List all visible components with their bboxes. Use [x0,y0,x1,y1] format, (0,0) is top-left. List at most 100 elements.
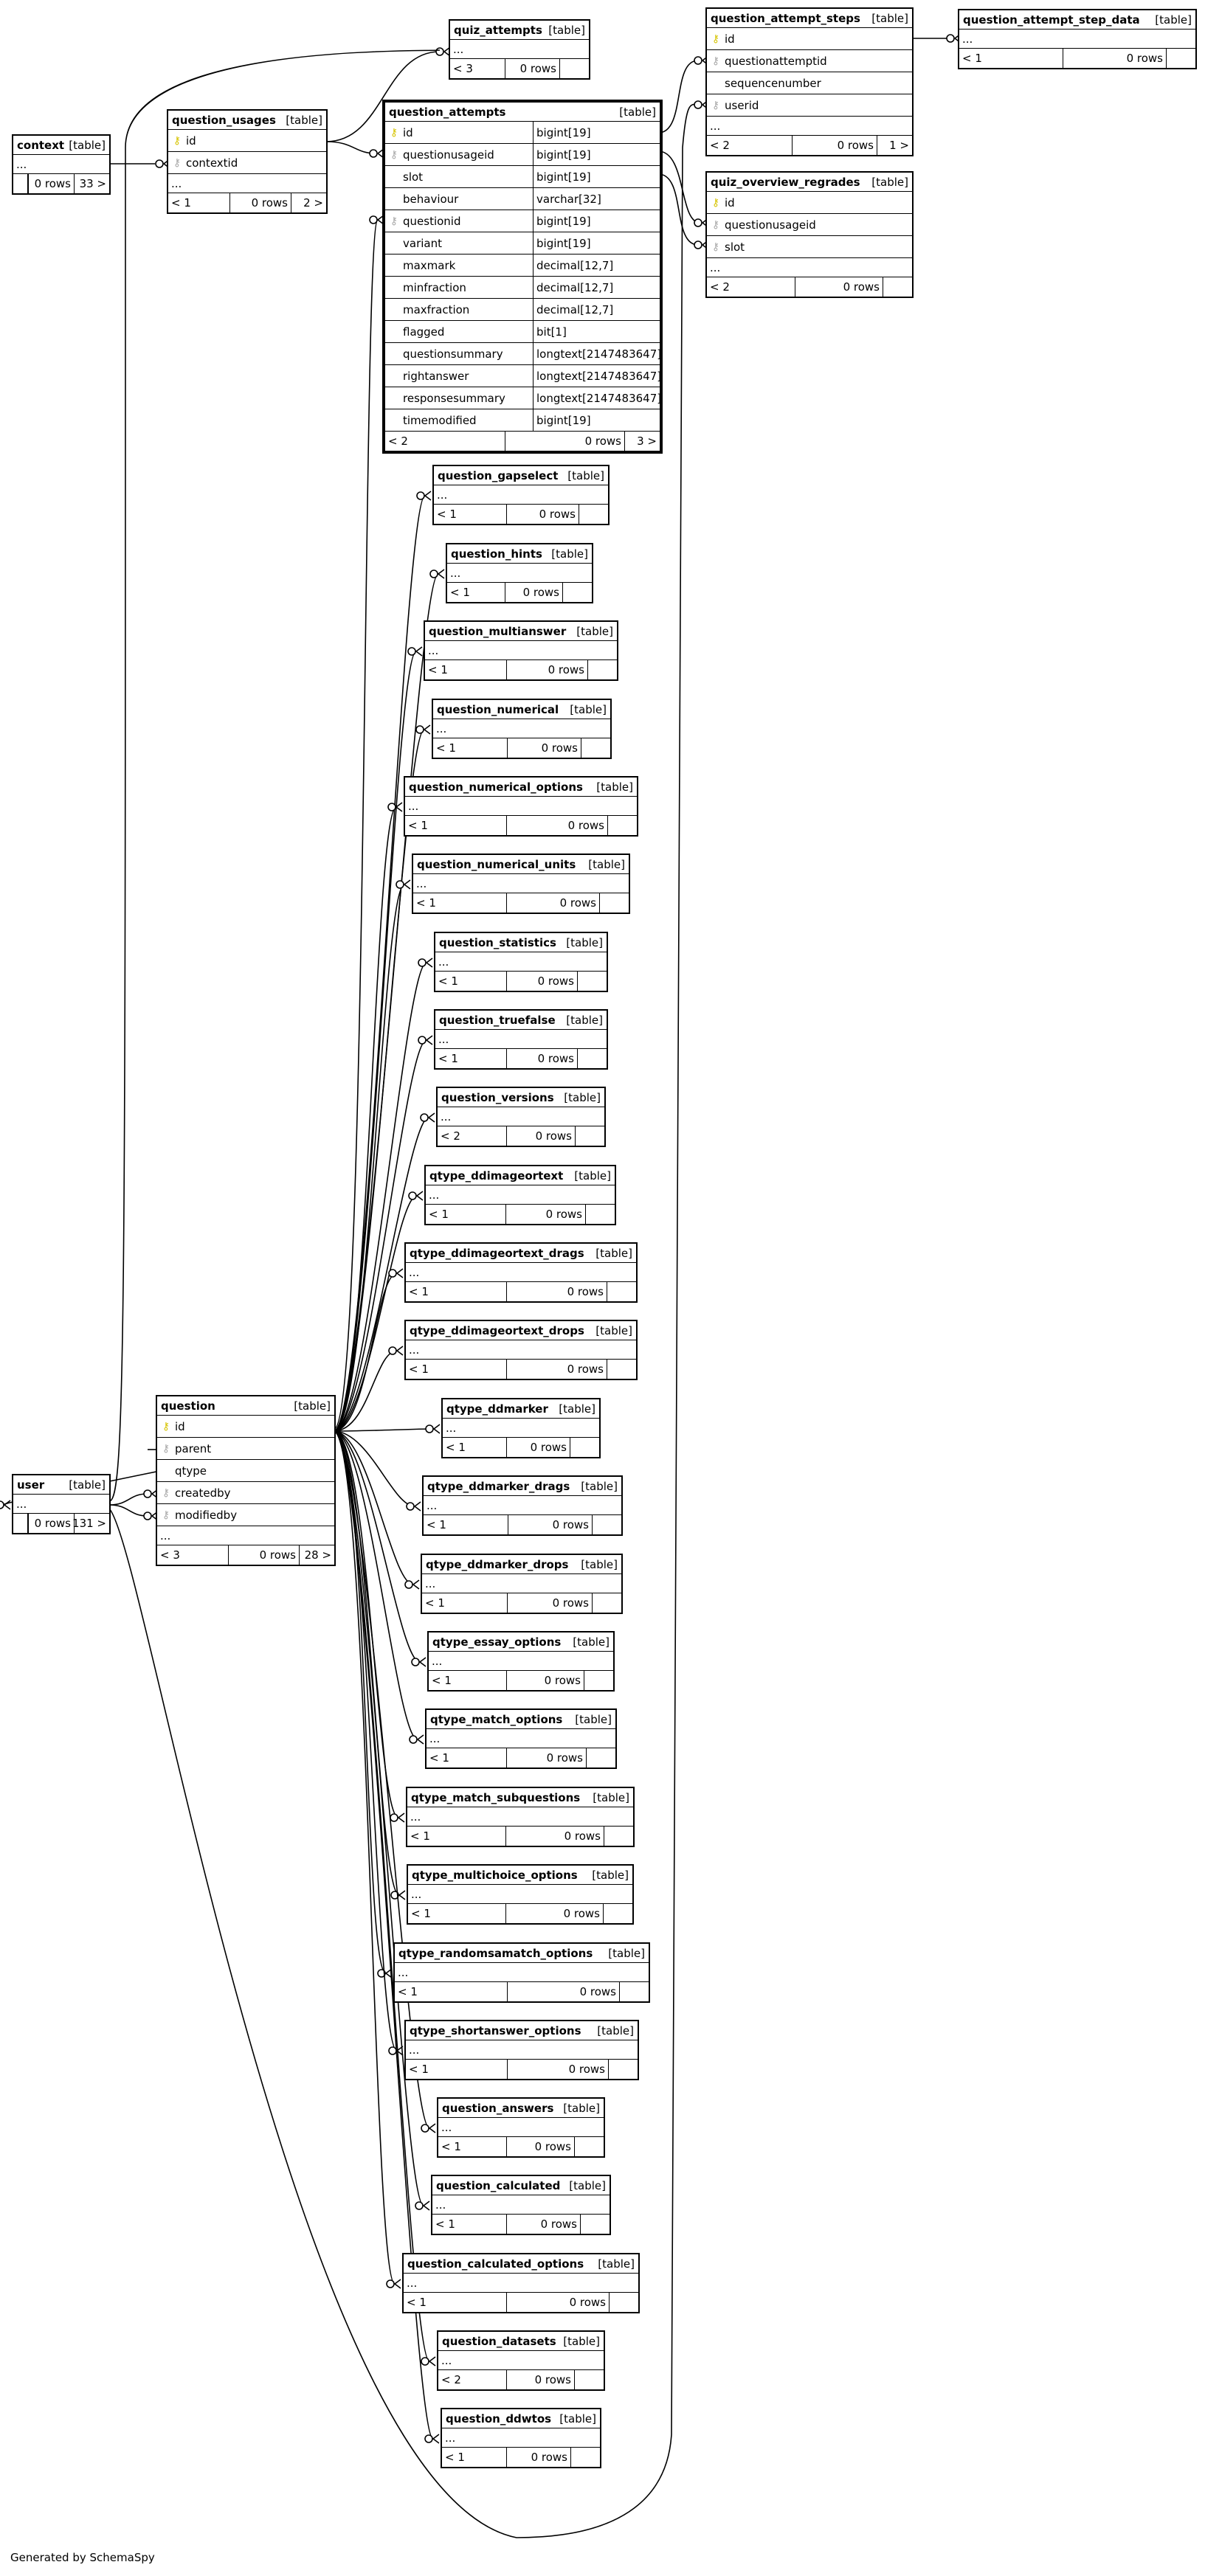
table-name[interactable]: qtype_match_subquestions [411,1790,581,1804]
table-name[interactable]: qtype_ddmarker_drops [426,1557,569,1571]
table-name[interactable]: qtype_multichoice_options [412,1868,578,1882]
parent-count[interactable]: < 1 [432,1674,452,1687]
table-name[interactable]: question_statistics [439,935,556,949]
more-columns-ellipsis[interactable]: ... [425,641,617,660]
table-name[interactable]: qtype_shortanswer_options [410,2023,581,2037]
child-count[interactable]: 28 > [299,1545,334,1565]
table-name[interactable]: qtype_ddmarker_drags [427,1479,570,1493]
more-columns-ellipsis[interactable]: ... [438,1107,604,1126]
table-name[interactable]: qtype_ddimageortext_drops [410,1323,584,1337]
parent-count[interactable]: < 1 [409,1285,429,1298]
more-columns-ellipsis[interactable]: ... [435,952,607,972]
table-name[interactable]: question [161,1399,215,1413]
parent-count[interactable]: < 1 [416,896,436,910]
child-count[interactable]: 2 > [291,193,326,212]
more-columns-ellipsis[interactable]: ... [13,155,109,174]
table-name[interactable]: question_attempts [389,105,506,119]
parent-count[interactable]: < 1 [409,1363,429,1376]
table-name[interactable]: question_numerical [437,702,559,716]
column-row[interactable]: ⚷userid [707,94,912,117]
table-name[interactable]: question_datasets [442,2334,556,2348]
parent-count[interactable]: < 1 [441,2140,461,2153]
child-count[interactable]: 3 > [624,432,660,451]
parent-count[interactable]: < 1 [429,1208,449,1221]
table-question-attempt-steps[interactable]: question_attempt_steps[table]⚷id⚷questio… [705,7,914,156]
more-columns-ellipsis[interactable]: ... [707,117,912,136]
more-columns-ellipsis[interactable]: ... [406,2040,638,2060]
more-columns-ellipsis[interactable]: ... [426,1185,615,1205]
more-columns-ellipsis[interactable]: ... [168,174,326,193]
parent-count[interactable]: < 1 [411,1907,431,1920]
parent-count[interactable]: < 1 [446,1441,466,1454]
column-row[interactable]: ⚷id [168,130,326,152]
parent-count[interactable]: < 1 [962,52,982,65]
more-columns-ellipsis[interactable]: ... [395,1963,649,1982]
parent-count[interactable]: < 2 [441,1129,460,1143]
more-columns-ellipsis[interactable]: ... [435,1030,607,1049]
more-columns-ellipsis[interactable]: ... [434,485,608,505]
column-row[interactable]: ⚷id [707,28,912,50]
table-question-calculated-options[interactable]: question_calculated_options[table]...< 1… [402,2253,640,2313]
table-name[interactable]: question_answers [442,2101,554,2115]
more-columns-ellipsis[interactable]: ... [707,258,912,277]
column-row[interactable]: ⚷slot [707,236,912,258]
parent-count[interactable]: < 1 [445,2451,465,2464]
more-columns-ellipsis[interactable]: ... [433,719,610,738]
parent-count[interactable]: < 1 [437,508,457,521]
more-columns-ellipsis[interactable]: ... [447,564,592,583]
column-row[interactable]: qtype [157,1460,334,1482]
more-columns-ellipsis[interactable]: ... [443,1419,599,1438]
more-columns-ellipsis[interactable]: ... [442,2428,600,2448]
table-name[interactable]: question_multianswer [429,624,567,638]
column-row[interactable]: ⚷id [707,192,912,214]
table-name[interactable]: question_hints [451,547,542,561]
table-name[interactable]: quiz_attempts [454,23,542,37]
table-name[interactable]: question_usages [172,113,276,127]
child-count[interactable]: 1 > [877,136,912,155]
parent-count[interactable]: < 2 [388,434,408,448]
table-question-usages[interactable]: question_usages[table]⚷id⚷contextid...< … [167,109,328,214]
more-columns-ellipsis[interactable]: ... [438,2118,604,2137]
parent-count[interactable]: < 1 [408,819,428,832]
table-name[interactable]: qtype_match_options [430,1712,563,1726]
table-name[interactable]: context [17,138,65,152]
table-name[interactable]: quiz_overview_regrades [711,175,860,189]
more-columns-ellipsis[interactable]: ... [406,1263,636,1282]
child-count[interactable]: 131 > [72,1514,109,1533]
column-row[interactable]: sequencenumber [707,72,912,94]
parent-count[interactable]: < 1 [410,1829,430,1843]
parent-count[interactable]: < 1 [171,196,191,210]
more-columns-ellipsis[interactable]: ... [429,1652,613,1671]
more-columns-ellipsis[interactable]: ... [404,2274,638,2293]
parent-count[interactable]: < 1 [438,974,458,988]
parent-count[interactable]: < 1 [409,2063,429,2076]
table-name[interactable]: question_versions [441,1090,554,1104]
more-columns-ellipsis[interactable]: ... [406,1340,636,1360]
